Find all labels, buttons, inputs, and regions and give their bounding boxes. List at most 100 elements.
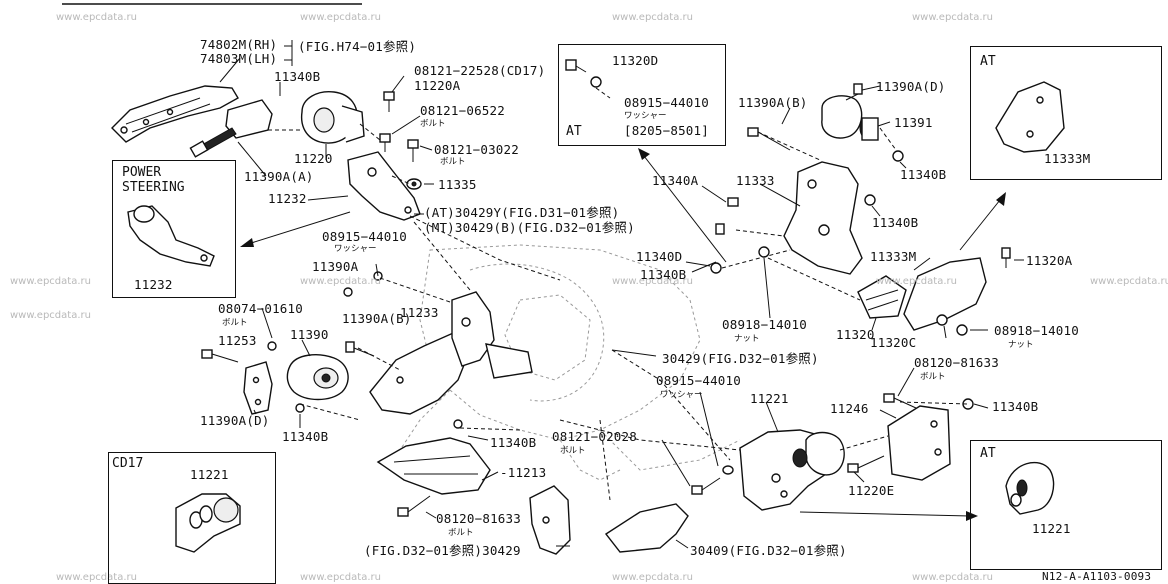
callout: 08915−44010	[656, 373, 741, 388]
callout: 11220	[294, 151, 333, 166]
inset-part-note: ワッシャー	[624, 111, 667, 121]
inset-part-label: 08915−44010	[624, 95, 709, 110]
callout: 11390A(B)	[342, 311, 412, 326]
watermark: www.epcdata.ru	[912, 12, 993, 23]
dashed-connectors	[268, 87, 969, 501]
callout: 11390	[290, 327, 329, 342]
callout: 11320A	[1026, 253, 1073, 268]
callout: 11246	[830, 401, 869, 416]
inset-part-label: 11221	[1032, 521, 1071, 536]
inset-cd17-part	[175, 493, 241, 553]
callout: 11232	[268, 191, 307, 206]
callout-note: ボルト	[920, 372, 946, 382]
callout: 11253	[218, 333, 257, 348]
callout: -11213	[500, 465, 547, 480]
callout: 30409(FIG.D32−01参照)	[690, 543, 847, 558]
sheet-code: N12-A-A1103-0093	[1042, 570, 1152, 583]
callout: 74802M(RH)	[200, 37, 278, 52]
callout: 11340B	[640, 267, 687, 282]
callout: 11390A(D)	[200, 413, 270, 428]
watermark: www.epcdata.ru	[10, 310, 91, 321]
callout: (MT)30429(B)(FIG.D32−01参照)	[424, 220, 635, 235]
inset-tag: AT	[980, 446, 996, 461]
callout: 11333	[736, 173, 775, 188]
callout: 08121−02028	[552, 429, 637, 444]
inset-tag: AT	[566, 124, 582, 139]
bracket-11246	[847, 393, 974, 481]
callout-note: ナット	[734, 334, 760, 344]
watermark: www.epcdata.ru	[912, 572, 993, 583]
callout: 11340B	[872, 215, 919, 230]
watermark: www.epcdata.ru	[612, 12, 693, 23]
watermark: www.epcdata.ru	[300, 12, 381, 23]
callout-note: ワッシャー	[660, 390, 703, 400]
callout: 11340B	[274, 69, 321, 84]
callout: (AT)30429Y(FIG.D31−01参照)	[424, 205, 620, 220]
callout: 11220E	[848, 483, 895, 498]
center-hardware	[453, 419, 734, 495]
watermark: www.epcdata.ru	[300, 276, 381, 287]
bolt-stack	[379, 91, 422, 190]
inset-tag: AT	[980, 54, 996, 69]
skid-plate	[376, 437, 491, 495]
inset-part-label: 11333M	[1044, 151, 1091, 166]
inset-at-right-top-part	[995, 81, 1065, 153]
plate-30409	[604, 503, 689, 553]
bracket-11233	[369, 291, 533, 415]
callout: 11340B	[992, 399, 1039, 414]
callout: 11390A(D)	[876, 79, 946, 94]
callout: 08121−22528(CD17)	[414, 63, 546, 78]
callout: 11340B	[900, 167, 947, 182]
callout: 11221	[750, 391, 789, 406]
inset-tag: CD17	[112, 456, 144, 471]
mount-11390	[201, 271, 383, 415]
watermark: www.epcdata.ru	[612, 572, 693, 583]
callout-note: ボルト	[222, 318, 248, 328]
callout: 11390A(B)	[738, 95, 808, 110]
watermark: www.epcdata.ru	[876, 276, 957, 287]
callout: 08120−81633	[914, 355, 999, 370]
callout-note: ボルト	[420, 119, 446, 129]
inset-title-power-steering: POWER STEERING	[122, 165, 185, 195]
callout: 08918−14010	[994, 323, 1079, 338]
callout: 08074−01610	[218, 301, 303, 316]
inset-range: [8205−8501]	[624, 123, 709, 138]
inset-at-top-parts	[565, 59, 602, 88]
watermark: www.epcdata.ru	[10, 276, 91, 287]
inset-part-label: 11320D	[612, 53, 659, 68]
callout-note: ボルト	[440, 157, 466, 167]
inset-at-right-bottom	[970, 440, 1162, 570]
inset-part-label: 11232	[134, 277, 173, 292]
callout: 08918−14010	[722, 317, 807, 332]
callout: 74803M(LH)	[200, 51, 278, 66]
callout: 30429(FIG.D32−01参照)	[662, 351, 819, 366]
leader-lines	[219, 40, 1024, 549]
mount-11221	[739, 429, 845, 511]
inset-power-steering-part	[127, 205, 215, 267]
callout: 11340D	[636, 249, 683, 264]
callout: 11320C	[870, 335, 917, 350]
bracket-11213	[529, 485, 571, 555]
watermark: www.epcdata.ru	[1090, 276, 1168, 287]
watermark: www.epcdata.ru	[56, 12, 137, 23]
callout: 11390A	[312, 259, 359, 274]
bracket-11333m	[857, 247, 1011, 336]
callout: 08121−06522	[420, 103, 505, 118]
callout: 08915−44010	[322, 229, 407, 244]
watermark: www.epcdata.ru	[612, 276, 693, 287]
callout: 11320	[836, 327, 875, 342]
callout: 11220A	[414, 78, 461, 93]
callout-note: ナット	[1008, 340, 1034, 350]
bracket-arm-74802m	[111, 85, 239, 143]
callout: (FIG.D32−01参照)30429	[364, 543, 521, 558]
mount-11220	[189, 91, 365, 158]
callout: 08121−03022	[434, 142, 519, 157]
inset-at-right-bottom-part	[1005, 461, 1055, 515]
inset-part-label: 11221	[190, 467, 229, 482]
callout-note: ワッシャー	[334, 244, 377, 254]
callout-note: ボルト	[448, 528, 474, 538]
mount-11333	[710, 83, 904, 275]
callout: 11333M	[870, 249, 917, 264]
inset-at-right-top	[970, 46, 1162, 180]
